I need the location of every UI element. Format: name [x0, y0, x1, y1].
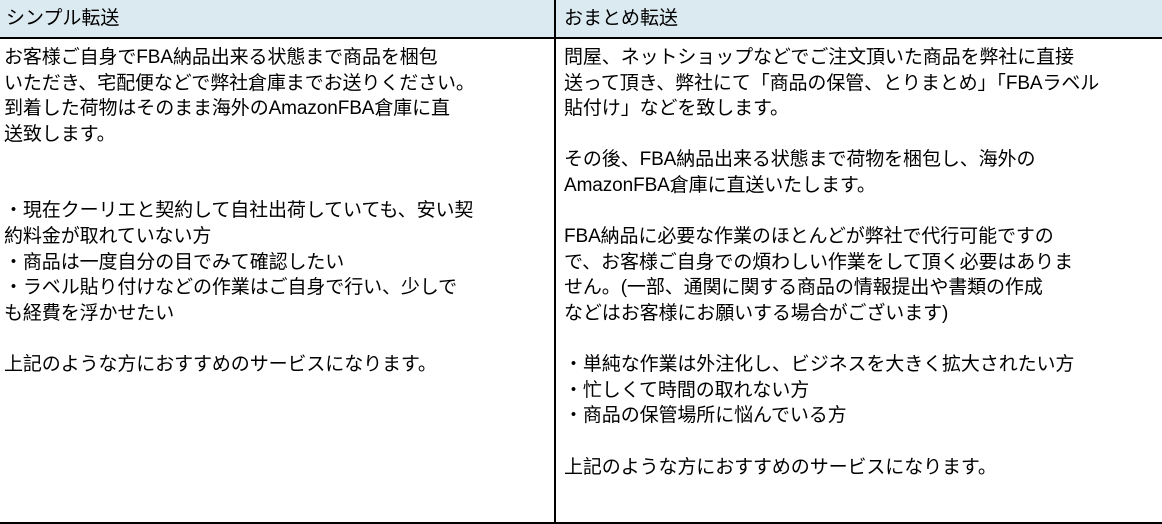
simple-description-paragraph: お客様ご自身でFBA納品出来る状態まで商品を梱包 いただき、宅配便などで弊社倉庫… — [4, 47, 475, 145]
consolidated-benefit-list: ・単純な作業は外注化し、ビジネスを大きく拡大されたい方 ・忙しくて時間の取れない… — [564, 354, 1075, 427]
simple-benefit-list: ・現在クーリエと契約して自社出荷していても、安い契 約料金が取れていない方 ・商… — [4, 200, 474, 324]
paragraph-spacer — [564, 327, 1162, 353]
table-body: お客様ご自身でFBA納品出来る状態まで商品を梱包 いただき、宅配便などで弊社倉庫… — [0, 38, 1162, 524]
consolidated-delegation-paragraph: FBA納品に必要な作業のほとんどが弊社で代行可能ですの で、お客様ご自身での煩わ… — [564, 226, 1073, 324]
paragraph-spacer — [4, 147, 546, 198]
simple-recommendation-text: 上記のような方におすすめのサービスになります。 — [4, 353, 437, 375]
cell-consolidated-transfer-content: 問屋、ネットショップなどでご注文頂いた商品を弊社に直接 送って頂き、弊社にて「商… — [554, 38, 1162, 524]
paragraph-spacer — [564, 199, 1162, 225]
column-header-consolidated-transfer: おまとめ転送 — [554, 0, 1162, 39]
consolidated-recommendation-text: 上記のような方におすすめのサービスになります。 — [564, 456, 997, 478]
cell-simple-transfer-content: お客様ご自身でFBA納品出来る状態まで商品を梱包 いただき、宅配便などで弊社倉庫… — [0, 38, 555, 524]
paragraph-spacer — [564, 122, 1162, 148]
table-row: お客様ご自身でFBA納品出来る状態まで商品を梱包 いただき、宅配便などで弊社倉庫… — [0, 38, 1162, 524]
consolidated-description-paragraph: 問屋、ネットショップなどでご注文頂いた商品を弊社に直接 送って頂き、弊社にて「商… — [564, 47, 1100, 120]
consolidated-shipping-paragraph: その後、FBA納品出来る状態まで荷物を梱包し、海外の AmazonFBA倉庫に直… — [564, 149, 1036, 196]
paragraph-spacer — [564, 429, 1162, 455]
table-header-row: シンプル転送 おまとめ転送 — [0, 0, 1162, 39]
table-header: シンプル転送 おまとめ転送 — [0, 0, 1162, 39]
paragraph-spacer — [4, 326, 546, 352]
column-header-simple-transfer: シンプル転送 — [0, 0, 555, 39]
